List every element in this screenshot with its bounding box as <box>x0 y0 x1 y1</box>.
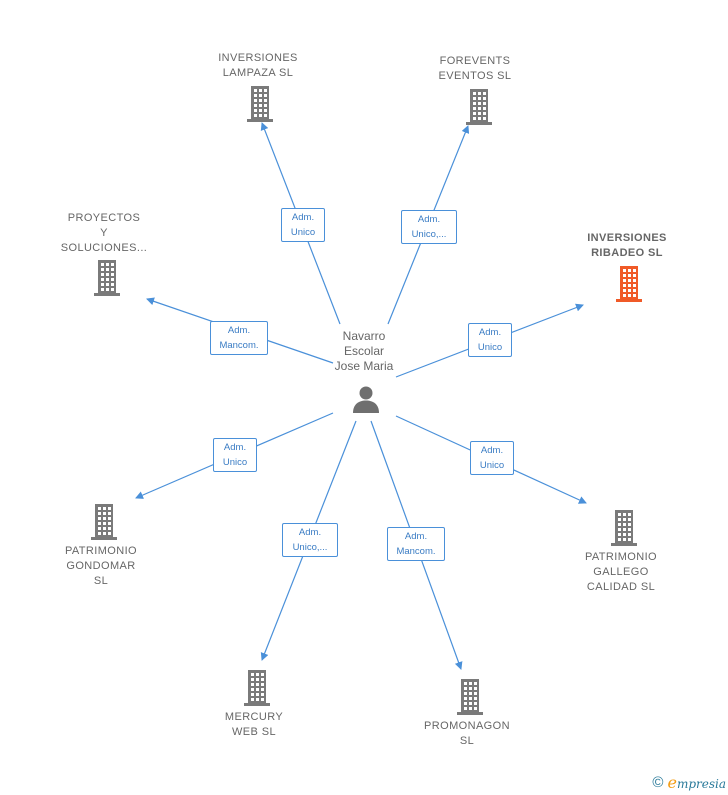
copyright-symbol: © <box>652 774 664 791</box>
relation-label-lampaza[interactable]: Adm. Unico <box>281 208 325 242</box>
building-icon-proyectos[interactable] <box>92 260 122 296</box>
relation-label-forevents[interactable]: Adm. Unico,... <box>401 210 457 244</box>
relation-label-proyectos[interactable]: Adm. Mancom. <box>210 321 268 355</box>
relation-label-ribadeo[interactable]: Adm. Unico <box>468 323 512 357</box>
company-label-gallego[interactable]: PATRIMONIO GALLEGO CALIDAD SL <box>584 551 658 593</box>
building-icon-forevents[interactable] <box>464 89 494 125</box>
person-icon[interactable] <box>351 384 381 414</box>
company-label-ribadeo[interactable]: INVERSIONES RIBADEO SL <box>587 232 667 259</box>
building-icon-gallego[interactable] <box>609 510 639 546</box>
footer-brand: © empresia <box>652 773 726 792</box>
company-label-forevents[interactable]: FOREVENTS EVENTOS SL <box>438 55 512 82</box>
relation-label-promonagon[interactable]: Adm. Mancom. <box>387 527 445 561</box>
building-icon-promonagon[interactable] <box>455 679 485 715</box>
brand-logo[interactable]: empresia <box>667 773 726 792</box>
center-person-name: Navarro Escolar Jose Maria <box>334 329 394 373</box>
building-icon-mercury[interactable] <box>242 670 272 706</box>
company-label-gondomar[interactable]: PATRIMONIO GONDOMAR SL <box>64 545 138 587</box>
company-label-promonagon[interactable]: PROMONAGON SL <box>424 720 510 747</box>
company-label-lampaza[interactable]: INVERSIONES LAMPAZA SL <box>218 52 298 79</box>
building-icon-lampaza[interactable] <box>245 86 275 122</box>
company-label-proyectos[interactable]: PROYECTOS Y SOLUCIONES... <box>60 212 148 254</box>
company-label-mercury[interactable]: MERCURY WEB SL <box>224 711 284 738</box>
building-icon-ribadeo[interactable] <box>614 266 644 302</box>
building-icon-gondomar[interactable] <box>89 504 119 540</box>
relation-label-mercury[interactable]: Adm. Unico,... <box>282 523 338 557</box>
relation-label-gallego[interactable]: Adm. Unico <box>470 441 514 475</box>
brand-rest: mpresia <box>676 777 726 791</box>
relation-label-gondomar[interactable]: Adm. Unico <box>213 438 257 472</box>
brand-first-letter: e <box>667 773 677 792</box>
